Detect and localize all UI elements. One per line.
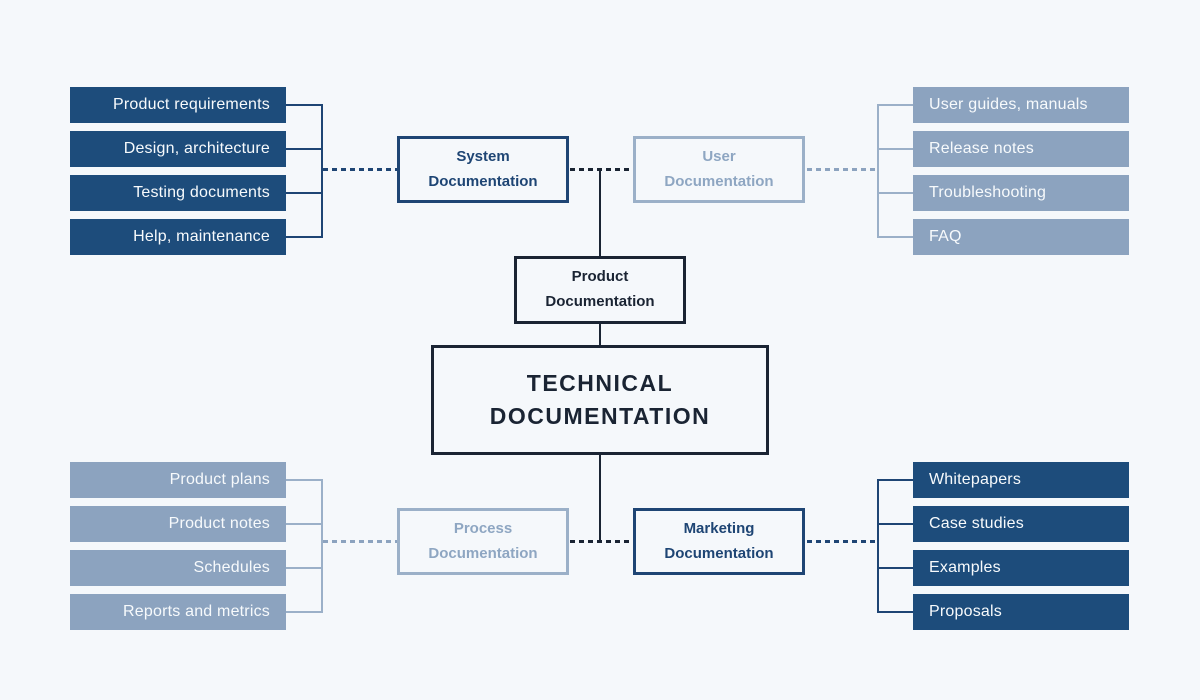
bracket-stub bbox=[877, 104, 913, 106]
list-item: Release notes bbox=[913, 131, 1129, 167]
trunk-line bbox=[599, 324, 601, 345]
bracket-stub bbox=[286, 104, 323, 106]
dotted-connector bbox=[807, 540, 877, 543]
bracket-stub bbox=[877, 523, 913, 525]
list-item: Product requirements bbox=[70, 87, 286, 123]
dotted-connector bbox=[807, 168, 877, 171]
bracket-stub bbox=[877, 611, 913, 613]
marketing-documentation-box: Marketing Documentation bbox=[633, 508, 805, 575]
list-item: Troubleshooting bbox=[913, 175, 1129, 211]
list-item: Case studies bbox=[913, 506, 1129, 542]
user-documentation-box: User Documentation bbox=[633, 136, 805, 203]
list-item: Schedules bbox=[70, 550, 286, 586]
dotted-connector bbox=[323, 168, 397, 171]
list-item: Testing documents bbox=[70, 175, 286, 211]
trunk-line bbox=[599, 170, 601, 256]
bracket-stub bbox=[286, 236, 323, 238]
dotted-connector bbox=[570, 540, 633, 543]
list-item: Design, architecture bbox=[70, 131, 286, 167]
trunk-line bbox=[599, 455, 601, 541]
bracket-stub bbox=[877, 567, 913, 569]
bracket-stub bbox=[877, 148, 913, 150]
bracket-spine bbox=[877, 104, 879, 238]
bracket-stub bbox=[286, 192, 323, 194]
technical-documentation-box: TECHNICAL DOCUMENTATION bbox=[431, 345, 769, 455]
list-item: Product plans bbox=[70, 462, 286, 498]
bracket-spine bbox=[321, 479, 323, 613]
list-item: User guides, manuals bbox=[913, 87, 1129, 123]
system-documentation-box: System Documentation bbox=[397, 136, 569, 203]
list-item: FAQ bbox=[913, 219, 1129, 255]
list-item: Help, maintenance bbox=[70, 219, 286, 255]
list-item: Reports and metrics bbox=[70, 594, 286, 630]
list-item: Examples bbox=[913, 550, 1129, 586]
list-item: Whitepapers bbox=[913, 462, 1129, 498]
bracket-stub bbox=[877, 479, 913, 481]
bracket-stub bbox=[286, 479, 323, 481]
bracket-stub bbox=[877, 236, 913, 238]
process-documentation-box: Process Documentation bbox=[397, 508, 569, 575]
bracket-stub bbox=[286, 523, 323, 525]
bracket-stub bbox=[286, 148, 323, 150]
dotted-connector bbox=[323, 540, 397, 543]
bracket-stub bbox=[286, 567, 323, 569]
bracket-spine bbox=[877, 479, 879, 613]
dotted-connector bbox=[570, 168, 633, 171]
bracket-stub bbox=[286, 611, 323, 613]
list-item: Product notes bbox=[70, 506, 286, 542]
bracket-stub bbox=[877, 192, 913, 194]
product-documentation-box: Product Documentation bbox=[514, 256, 686, 324]
bracket-spine bbox=[321, 104, 323, 238]
list-item: Proposals bbox=[913, 594, 1129, 630]
